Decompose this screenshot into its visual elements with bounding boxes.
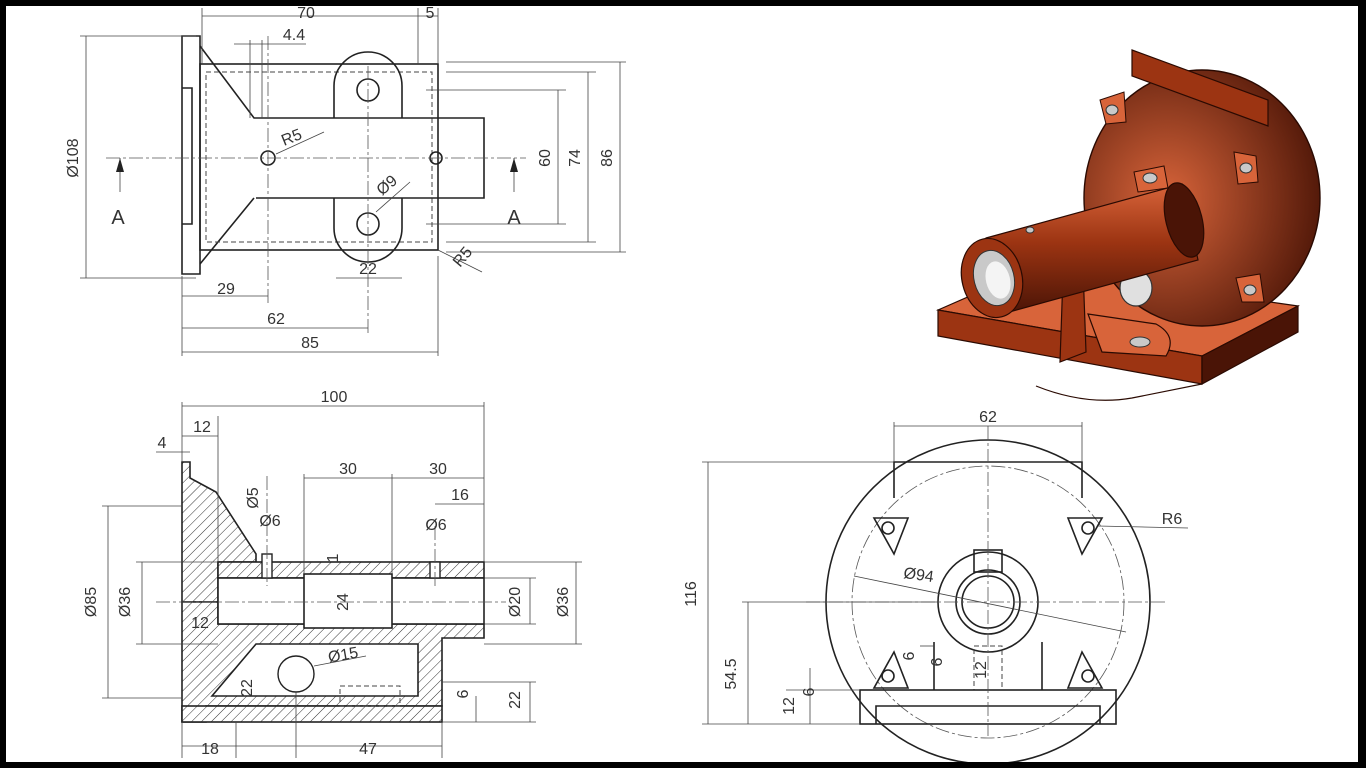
dim-24: 24 [335, 593, 352, 611]
dim-phi15: Ø15 [327, 645, 360, 667]
dim-phi36-right: Ø36 [555, 587, 572, 617]
dim-30-b: 30 [429, 461, 447, 478]
dim-top-cut-1: 70 [297, 6, 315, 22]
dim-22: 22 [359, 261, 377, 278]
dim-12-small: 12 [973, 661, 990, 679]
top-view: 70 5 4.4 R5 Ø9 R5 22 29 62 85 Ø108 60 74… [65, 6, 626, 356]
drawing-sheet: 70 5 4.4 R5 Ø9 R5 22 29 62 85 Ø108 60 74… [6, 6, 1358, 762]
dim-phi36-left: Ø36 [117, 587, 134, 617]
iso-base-lug [1087, 313, 1171, 357]
section-label-a-right: A [507, 207, 521, 229]
dim-6-c: 6 [929, 657, 946, 666]
side-shaft-bore [955, 569, 1021, 635]
dim-86: 86 [599, 149, 616, 167]
dim-4: 4 [158, 435, 167, 452]
dim-12-mid: 12 [191, 615, 209, 632]
dim-1: 1 [325, 553, 342, 562]
dim-54-5: 54.5 [723, 658, 740, 689]
dim-r6: R6 [1162, 511, 1183, 528]
dim-4-4: 4.4 [283, 27, 305, 44]
dim-phi20: Ø20 [507, 587, 524, 617]
dim-side-62: 62 [979, 409, 997, 426]
dim-12: 12 [781, 697, 798, 715]
dim-30-a: 30 [339, 461, 357, 478]
dim-phi6-b: Ø6 [425, 517, 446, 534]
side-view: 62 R6 Ø94 116 54.5 12 6 6 6 12 [683, 409, 1189, 762]
dim-16: 16 [451, 487, 469, 504]
dim-phi9: Ø9 [374, 172, 401, 199]
dim-phi5: Ø5 [245, 487, 262, 508]
dim-116: 116 [683, 581, 700, 607]
side-lugs [872, 517, 1104, 689]
top-flange [181, 35, 201, 275]
dim-6-a: 6 [801, 687, 818, 696]
iso-flange-lugs [1099, 91, 1265, 303]
dim-100: 100 [321, 389, 348, 406]
engineering-drawing: 70 5 4.4 R5 Ø9 R5 22 29 62 85 Ø108 60 74… [65, 6, 1321, 762]
dim-18: 18 [201, 741, 219, 758]
dim-22-a: 22 [239, 679, 256, 697]
dim-phi108: Ø108 [65, 138, 82, 177]
iso-view [935, 49, 1321, 401]
front-section-view: 100 12 4 30 30 16 Ø5 Ø6 Ø6 1 24 Ø85 Ø36 … [83, 389, 582, 758]
top-lug-upper [333, 51, 403, 118]
dim-r5-b: R5 [450, 244, 476, 271]
dim-85: 85 [301, 335, 319, 352]
dim-phi85: Ø85 [83, 587, 100, 617]
dim-6: 6 [455, 689, 472, 698]
dim-phi6-a: Ø6 [259, 513, 280, 530]
dim-47: 47 [359, 741, 377, 758]
dim-top-cut-2: 5 [426, 6, 435, 22]
section-label-a-left: A [111, 207, 125, 229]
dim-74: 74 [567, 149, 584, 167]
dim-6-b: 6 [901, 651, 918, 660]
dim-62: 62 [267, 311, 285, 328]
dim-phi94: Ø94 [902, 565, 934, 586]
dim-29: 29 [217, 281, 235, 298]
dim-r5-a: R5 [279, 126, 304, 149]
dim-60: 60 [537, 149, 554, 167]
section-bore-pocket [303, 573, 393, 629]
dim-12-top: 12 [193, 419, 211, 436]
iso-flange-boss [1131, 49, 1269, 127]
section-hole-15 [277, 655, 315, 693]
top-base-plate [199, 63, 439, 251]
section-cavity [210, 643, 419, 697]
dim-22-b: 22 [507, 691, 524, 709]
